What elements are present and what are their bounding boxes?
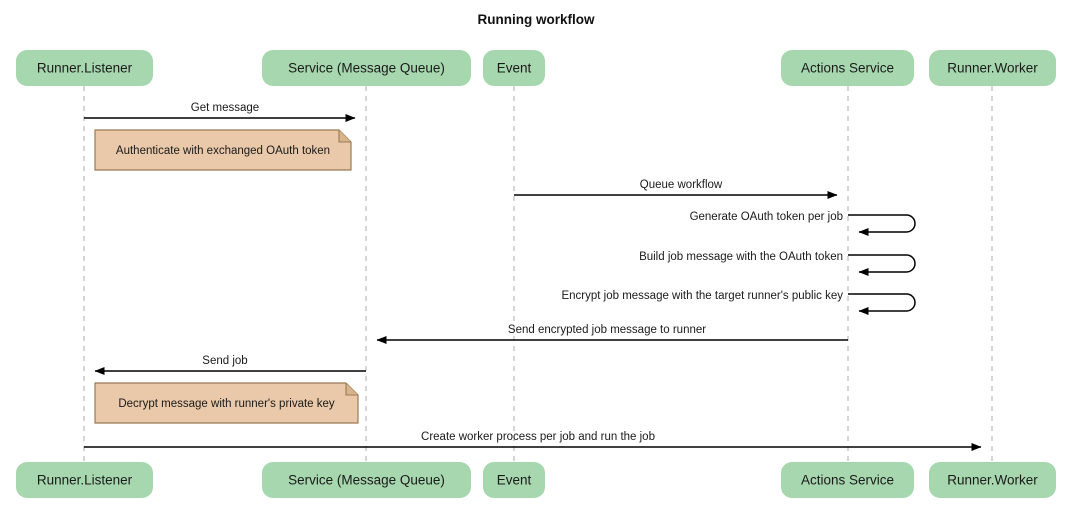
participant-event-top[interactable]: Event — [483, 50, 545, 86]
participant-label: Runner.Worker — [947, 61, 1038, 76]
participant-label: Actions Service — [801, 473, 894, 488]
participant-box — [262, 462, 471, 498]
message-label: Encrypt job message with the target runn… — [561, 290, 843, 302]
message-self-loop-path — [848, 214, 916, 236]
note-body — [94, 382, 359, 424]
message-get-message[interactable]: Get message — [84, 102, 356, 122]
message-label: Build job message with the OAuth token — [639, 251, 843, 263]
participant-box — [16, 462, 153, 498]
participant-label: Runner.Listener — [37, 473, 133, 488]
participant-label: Service (Message Queue) — [288, 473, 445, 488]
note-body — [94, 129, 352, 171]
participant-box — [16, 50, 153, 86]
lifelines-layer — [83, 86, 993, 462]
note-fold-corner-icon — [345, 383, 358, 396]
message-label: Generate OAuth token per job — [690, 211, 843, 223]
note-label: Decrypt message with runner's private ke… — [118, 398, 335, 410]
participant-label: Service (Message Queue) — [288, 61, 445, 76]
page-title: Running workflow — [478, 12, 595, 27]
participant-box — [781, 462, 914, 498]
participant-label: Event — [497, 61, 532, 76]
message-label: Send encrypted job message to runner — [508, 324, 706, 336]
participant-runner-listener-top[interactable]: Runner.Listener — [16, 50, 153, 86]
message-label: Queue workflow — [640, 179, 723, 191]
participant-box — [483, 50, 545, 86]
note-decrypt[interactable]: Decrypt message with runner's private ke… — [94, 382, 359, 424]
participant-runner-worker-top[interactable]: Runner.Worker — [929, 50, 1056, 86]
message-create-worker-process[interactable]: Create worker process per job and run th… — [84, 431, 982, 451]
participant-event-bottom[interactable]: Event — [483, 462, 545, 498]
notes-layer: Authenticate with exchanged OAuth tokenD… — [94, 129, 359, 424]
message-send-job[interactable]: Send job — [94, 355, 366, 375]
message-label: Get message — [191, 102, 259, 114]
participant-runner-worker-bottom[interactable]: Runner.Worker — [929, 462, 1056, 498]
participant-box — [262, 50, 471, 86]
message-send-encrypted-job-message[interactable]: Send encrypted job message to runner — [376, 324, 848, 344]
message-encrypt-job-message[interactable]: Encrypt job message with the target runn… — [561, 290, 916, 315]
note-authenticate[interactable]: Authenticate with exchanged OAuth token — [94, 129, 352, 171]
participant-label: Runner.Listener — [37, 61, 133, 76]
message-queue-workflow[interactable]: Queue workflow — [514, 179, 838, 199]
message-self-loop-path — [848, 254, 916, 276]
note-label: Authenticate with exchanged OAuth token — [116, 145, 330, 157]
participant-box — [483, 462, 545, 498]
message-self-loop-path — [848, 293, 916, 315]
participant-label: Event — [497, 473, 532, 488]
participant-actions-service-top[interactable]: Actions Service — [781, 50, 914, 86]
message-build-job-message[interactable]: Build job message with the OAuth token — [639, 251, 916, 276]
message-label: Create worker process per job and run th… — [421, 431, 655, 443]
participant-service-mq-bottom[interactable]: Service (Message Queue) — [262, 462, 471, 498]
participant-service-mq-top[interactable]: Service (Message Queue) — [262, 50, 471, 86]
participant-box — [929, 50, 1056, 86]
participant-box — [781, 50, 914, 86]
participant-runner-listener-bottom[interactable]: Runner.Listener — [16, 462, 153, 498]
participant-actions-service-bottom[interactable]: Actions Service — [781, 462, 914, 498]
note-fold-corner-icon — [338, 130, 351, 143]
participant-box — [929, 462, 1056, 498]
message-generate-oauth-token-per-job[interactable]: Generate OAuth token per job — [690, 211, 916, 236]
participant-label: Actions Service — [801, 61, 894, 76]
participant-label: Runner.Worker — [947, 473, 1038, 488]
message-label: Send job — [202, 355, 247, 367]
